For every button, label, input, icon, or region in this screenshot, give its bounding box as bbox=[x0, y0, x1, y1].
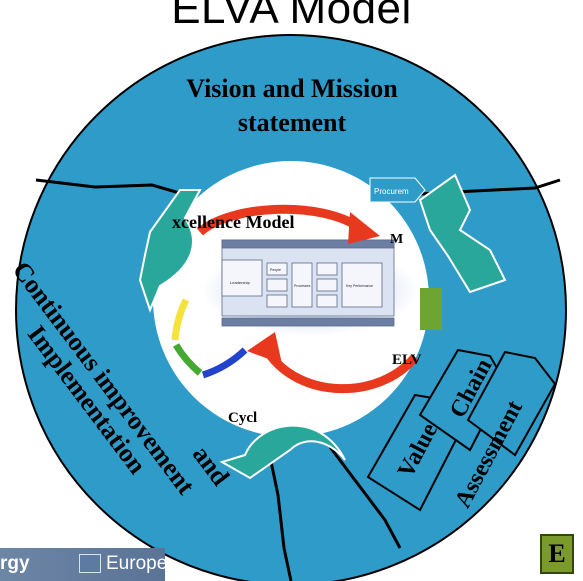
procurement-chevron bbox=[369, 177, 426, 203]
yellow-arc bbox=[171, 298, 190, 341]
green-arrow-right bbox=[418, 173, 507, 294]
footer-right-text: Europe bbox=[106, 553, 168, 574]
footer-left-text: rgy bbox=[0, 553, 30, 574]
red-arrow-top-head bbox=[348, 212, 380, 244]
vision-line-2: statement bbox=[237, 108, 347, 137]
ring-divider-left bbox=[35, 178, 191, 198]
cycle-label: Cycl bbox=[228, 410, 258, 426]
framework-label-people: People bbox=[270, 268, 281, 272]
framework-label-processes: Processes bbox=[294, 284, 311, 288]
blue-arc bbox=[201, 347, 248, 379]
framework-label-leadership: Leadership bbox=[230, 280, 251, 285]
model-right-label: M bbox=[390, 232, 404, 247]
e-logo-badge: E bbox=[540, 534, 574, 574]
red-arrow-bottom-head bbox=[247, 332, 282, 364]
excellence-model-label: xcellence Model bbox=[172, 212, 295, 232]
procurement-label: Procurem bbox=[374, 187, 409, 196]
red-arrow-top bbox=[196, 204, 363, 236]
vision-line-1: Vision and Mission bbox=[186, 74, 398, 103]
ring-divider-bottom-right bbox=[328, 446, 402, 549]
right-green-block bbox=[420, 288, 442, 330]
green-arc bbox=[172, 343, 203, 376]
ring-divider-bottom bbox=[266, 446, 293, 581]
red-arrow-bottom bbox=[264, 349, 419, 394]
elva-label: ELV bbox=[392, 352, 422, 368]
vision-label: Vision and Mission statement bbox=[147, 72, 437, 140]
diagram-title: ELVA Model bbox=[171, 0, 412, 33]
green-arrow-left bbox=[138, 189, 202, 313]
green-arrow-bottom bbox=[219, 424, 346, 480]
excellence-framework bbox=[221, 239, 395, 327]
eu-flag-icon bbox=[79, 554, 101, 573]
framework-label-key-results: Key Performance bbox=[346, 284, 373, 288]
value-chain-arrows bbox=[366, 348, 557, 512]
